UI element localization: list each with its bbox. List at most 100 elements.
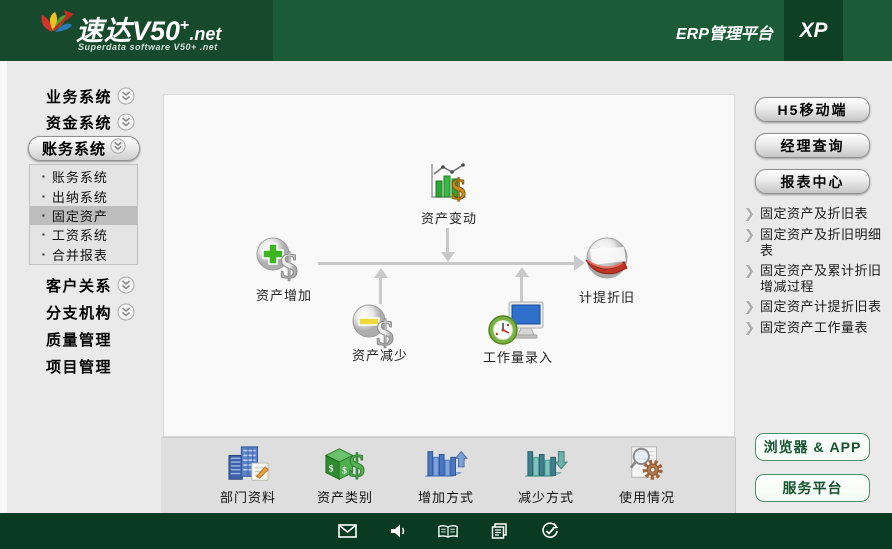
asset-increase-icon[interactable]: $ [254, 234, 310, 289]
flow-arrow-horizontal [318, 262, 576, 265]
flow-node-label: 工作量录入 [482, 350, 553, 365]
depreciation-icon[interactable] [580, 235, 634, 290]
toolbar-item-label: 使用情况 [618, 490, 675, 505]
logo-version: V50 [132, 16, 181, 46]
address-book-icon[interactable] [438, 522, 458, 540]
logo-subtitle: Superdata software V50+ .net [78, 42, 218, 52]
submenu-item-payroll[interactable]: ▪ 工资系统 [30, 225, 137, 244]
toolbar-item-label: 增加方式 [417, 490, 474, 505]
svg-text:$: $ [451, 173, 466, 205]
asset-change-icon[interactable]: $ [423, 161, 471, 210]
sidebar-item-project-management[interactable]: 项目管理 [46, 357, 156, 376]
logo-plus: + [180, 17, 190, 34]
sidebar-item-label: 资金系统 [46, 114, 113, 132]
chevron-down-circle-icon[interactable] [117, 276, 135, 294]
sidebar-item-label: 项目管理 [46, 358, 113, 376]
link-label: 固定资产及折旧表 [760, 206, 869, 221]
link-fixed-asset-depreciation-table[interactable]: ❯ 固定资产及折旧表 [744, 206, 890, 222]
asset-category-cube-icon: $ $ $ [324, 448, 365, 484]
submenu-item-label: 账务系统 [51, 170, 108, 186]
sidebar-item-label: 质量管理 [46, 331, 113, 349]
svg-text:$: $ [349, 448, 365, 484]
link-label: 固定资产及累计折旧增减过程 [760, 263, 882, 294]
increase-method-chart-icon [424, 450, 468, 477]
button-label: 经理查询 [780, 137, 845, 154]
edition-badge: XP [784, 0, 843, 61]
accounting-submenu: ▪ 账务系统 ▪ 出纳系统 ▪ 固定资产 ▪ 工资系统 ▪ 合并报表 [29, 164, 138, 265]
documents-icon[interactable] [489, 522, 509, 540]
flow-arrow-up-line-left [379, 277, 382, 304]
submenu-item-consolidated-report[interactable]: ▪ 合并报表 [30, 245, 137, 264]
header-bar: 速达V50+.net Superdata software V50+ .net … [0, 0, 892, 61]
chevron-down-circle-icon[interactable] [117, 303, 135, 321]
submenu-item-label: 出纳系统 [51, 189, 108, 205]
service-platform-button[interactable]: 服务平台 [755, 474, 870, 502]
chevron-right-icon: ❯ [744, 299, 755, 314]
bullet-icon: ▪ [42, 249, 45, 259]
mail-icon[interactable] [337, 522, 357, 540]
flow-node-label: 资产变动 [420, 211, 477, 226]
submenu-item-cashier[interactable]: ▪ 出纳系统 [30, 186, 137, 205]
browser-app-button[interactable]: 浏览器 & APP [755, 433, 870, 461]
link-depreciation-provision-table[interactable]: ❯ 固定资产计提折旧表 [744, 299, 890, 315]
chevron-right-icon: ❯ [744, 263, 755, 278]
bullet-icon: ▪ [42, 210, 45, 220]
status-bar [0, 513, 892, 549]
h5-mobile-button[interactable]: H5移动端 [755, 97, 870, 122]
sidebar-item-customer-relations[interactable]: 客户关系 [46, 276, 156, 295]
chevron-down-circle-icon [110, 138, 126, 159]
sound-icon[interactable] [388, 522, 408, 540]
link-fixed-asset-workload-table[interactable]: ❯ 固定资产工作量表 [744, 320, 890, 336]
toolbar-item-label: 部门资料 [219, 490, 276, 505]
toolbar-item-usage-status[interactable]: 使用情况 [605, 444, 689, 506]
sidebar-item-accounting-system-expanded[interactable]: 账务系统 [28, 136, 140, 161]
manager-query-button[interactable]: 经理查询 [755, 133, 870, 158]
submenu-item-fixed-assets-selected[interactable]: ▪ 固定资产 [30, 205, 137, 226]
link-label: 固定资产及折旧明细表 [760, 227, 882, 258]
sidebar-item-quality-management[interactable]: 质量管理 [46, 330, 156, 349]
logo-suffix: .net [189, 24, 222, 44]
flow-arrowhead-up-left [374, 268, 388, 278]
toolbar-item-department-info[interactable]: 部门资料 [206, 444, 290, 506]
toolbar-item-label: 资产类别 [316, 490, 373, 505]
platform-title: ERP管理平台 [676, 26, 773, 43]
report-center-button[interactable]: 报表中心 [755, 169, 870, 194]
sidebar-item-label: 客户关系 [46, 277, 113, 295]
flow-node-label: 资产增加 [255, 288, 312, 303]
toolbar-item-increase-method[interactable]: 增加方式 [404, 444, 488, 506]
button-label: H5移动端 [777, 101, 848, 118]
flowchart-canvas [163, 94, 735, 437]
task-check-icon[interactable] [540, 522, 560, 540]
sidebar-item-capital-system[interactable]: 资金系统 [46, 113, 156, 132]
flow-arrow-down-line [446, 228, 449, 254]
chevron-right-icon: ❯ [744, 320, 755, 335]
svg-text:$: $ [280, 246, 298, 284]
link-fixed-asset-depreciation-detail[interactable]: ❯ 固定资产及折旧明细表 [744, 227, 890, 258]
chevron-down-circle-icon[interactable] [117, 113, 135, 131]
flow-node-label: 计提折旧 [578, 290, 635, 305]
app-logo-title: 速达V50+.net [76, 9, 221, 48]
report-links-list: ❯ 固定资产及折旧表 ❯ 固定资产及折旧明细表 ❯ 固定资产及累计折旧增减过程 … [744, 206, 890, 341]
sidebar-item-label: 分支机构 [46, 304, 113, 322]
asset-decrease-icon[interactable]: $ [350, 301, 406, 356]
edition-label: XP [799, 18, 828, 42]
left-edge-strip [0, 61, 7, 513]
workload-entry-icon[interactable] [487, 300, 547, 353]
bullet-icon: ▪ [42, 191, 45, 201]
toolbar-item-label: 减少方式 [517, 490, 574, 505]
sidebar-item-label: 业务系统 [46, 88, 113, 106]
sidebar-item-branch-offices[interactable]: 分支机构 [46, 303, 156, 322]
chevron-right-icon: ❯ [744, 227, 755, 242]
toolbar-item-decrease-method[interactable]: 减少方式 [504, 444, 588, 506]
link-accumulated-depreciation-process[interactable]: ❯ 固定资产及累计折旧增减过程 [744, 263, 890, 294]
toolbar-item-asset-category[interactable]: $ $ $ 资产类别 [303, 444, 387, 506]
usage-status-gear-icon [629, 446, 663, 480]
submenu-item-accounting[interactable]: ▪ 账务系统 [30, 167, 137, 186]
sidebar-item-business-system[interactable]: 业务系统 [46, 87, 156, 106]
chevron-down-circle-icon[interactable] [117, 87, 135, 105]
bullet-icon: ▪ [42, 172, 45, 182]
submenu-item-label: 合并报表 [51, 247, 108, 263]
submenu-item-label: 工资系统 [51, 228, 108, 244]
button-label: 报表中心 [780, 173, 845, 190]
